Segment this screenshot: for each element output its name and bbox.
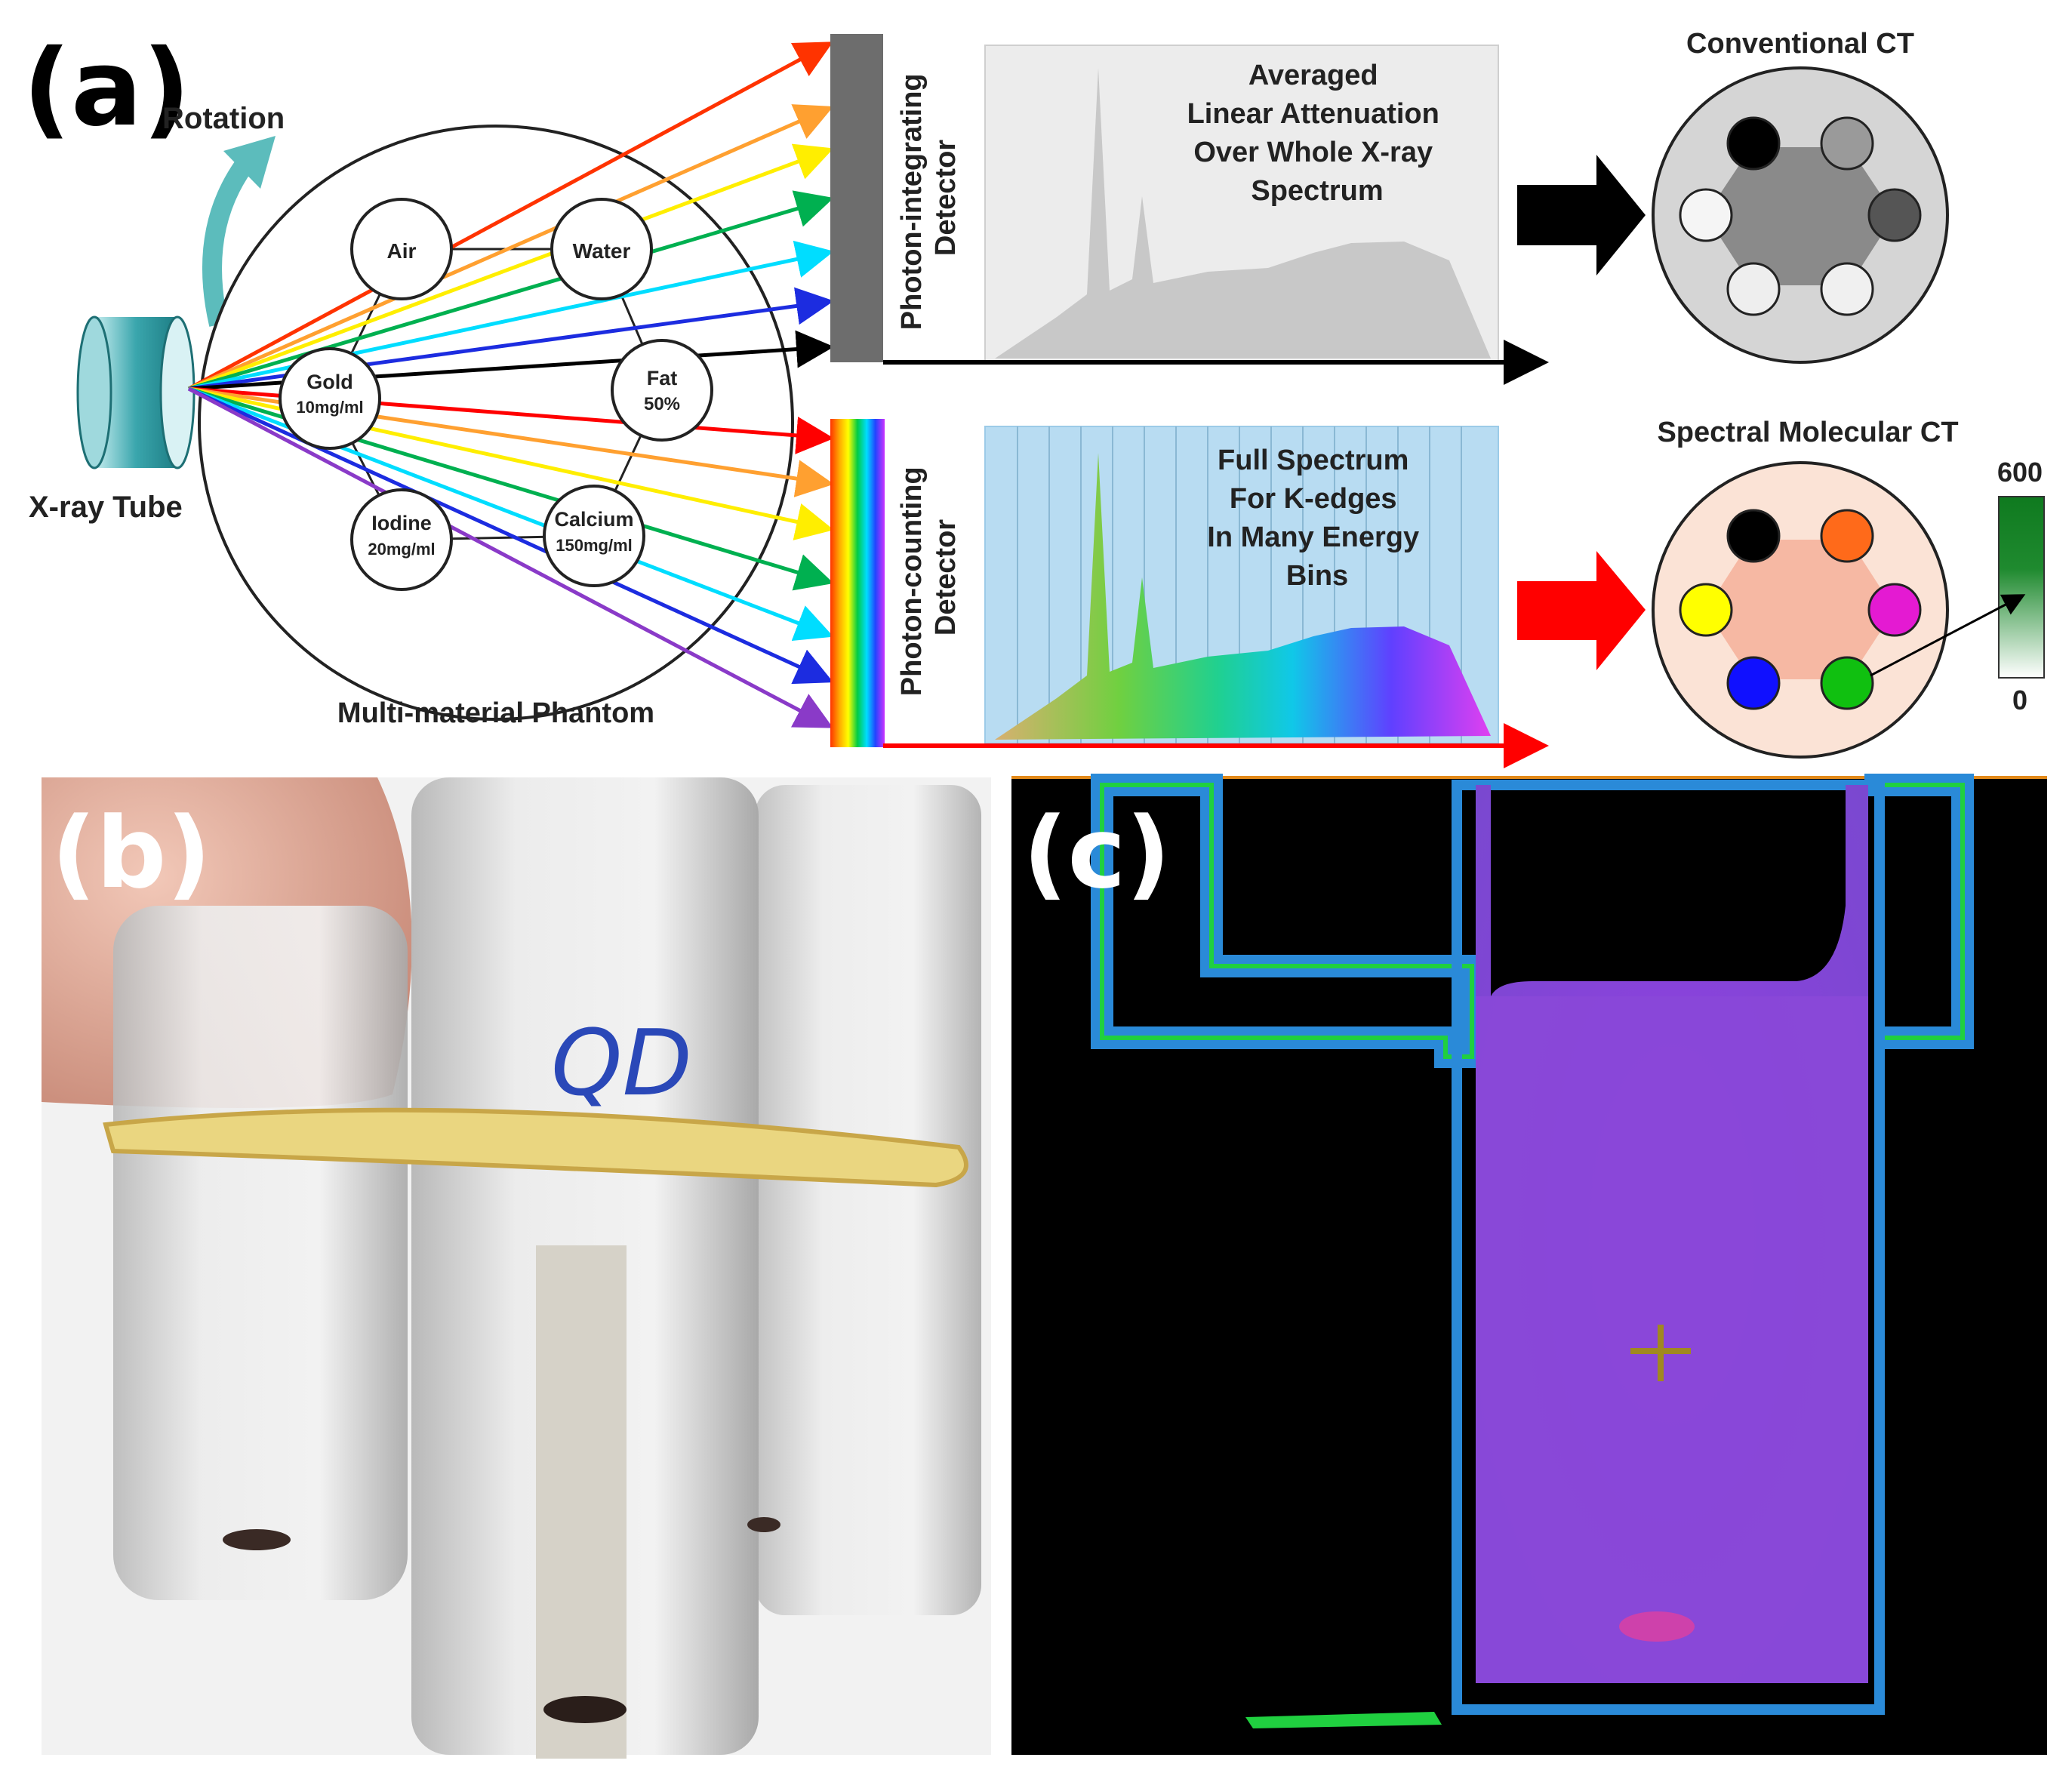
crosshair <box>1630 1325 1691 1381</box>
averaged-spectrum <box>995 68 1491 359</box>
full-spectrum <box>995 453 1491 740</box>
rotation-arrowhead <box>223 136 276 189</box>
material-name: Fat <box>647 367 678 389</box>
phantom-label: Multi-material Phantom <box>337 697 654 729</box>
xray-tube <box>76 315 196 469</box>
panel-b-photo: QD <box>42 777 991 1759</box>
xray-tube-label: X-ray Tube <box>29 491 183 524</box>
integrating-detector-label: Photon-integrating Detector <box>896 66 962 330</box>
rotation-label: Rotation <box>162 102 285 135</box>
colorbar <box>1998 496 2045 679</box>
colorbar-pointer <box>1870 594 2026 677</box>
counting-detector-label: Photon-counting Detector <box>896 459 962 696</box>
material-iodine: Iodine 20mg/ml <box>350 488 453 591</box>
photon-integrating-detector <box>830 34 883 362</box>
conventional-ct-title: Conventional CT <box>1686 28 1914 60</box>
full-spectrum-text: Full Spectrum For K-edges In Many Energy… <box>1207 445 1427 592</box>
conventional-ct-image <box>1652 66 1949 364</box>
panel-c-letter: (c) <box>1023 796 1171 910</box>
material-conc: 50% <box>644 394 680 414</box>
panel-b-letter: (b) <box>51 796 211 910</box>
rotation-arrow <box>202 152 257 327</box>
rubber-band <box>103 1107 968 1188</box>
material-name: Gold <box>306 371 353 393</box>
tube-marking: QD <box>551 1011 692 1116</box>
material-calcium: Calcium 150mg/ml <box>543 485 645 587</box>
material-fat: Fat 50% <box>611 339 713 442</box>
material-name: Calcium <box>554 508 633 531</box>
conventional-arrow <box>1517 155 1646 275</box>
material-conc: 150mg/ml <box>556 536 633 555</box>
panel-a-letter: (a) <box>23 27 190 150</box>
material-conc: 10mg/ml <box>296 398 363 417</box>
material-air: Air <box>350 198 453 300</box>
colorbar-min: 0 <box>2012 685 2027 716</box>
spectral-arrow <box>1517 551 1646 670</box>
averaged-text: Averaged Linear Attenuation Over Whole X… <box>1187 60 1448 207</box>
material-water: Water <box>550 198 653 300</box>
spectral-ct-image <box>1652 461 1949 759</box>
material-name: Water <box>573 239 631 263</box>
spectral-ct-title: Spectral Molecular CT <box>1657 417 1958 448</box>
material-name: Air <box>387 239 417 263</box>
material-name: Iodine <box>371 512 432 534</box>
photon-counting-detector <box>830 419 885 747</box>
panel-c-ct-image <box>1011 774 2047 1755</box>
material-conc: 20mg/ml <box>368 540 435 559</box>
material-gold: Gold 10mg/ml <box>279 347 381 450</box>
colorbar-max: 600 <box>1997 457 2043 488</box>
